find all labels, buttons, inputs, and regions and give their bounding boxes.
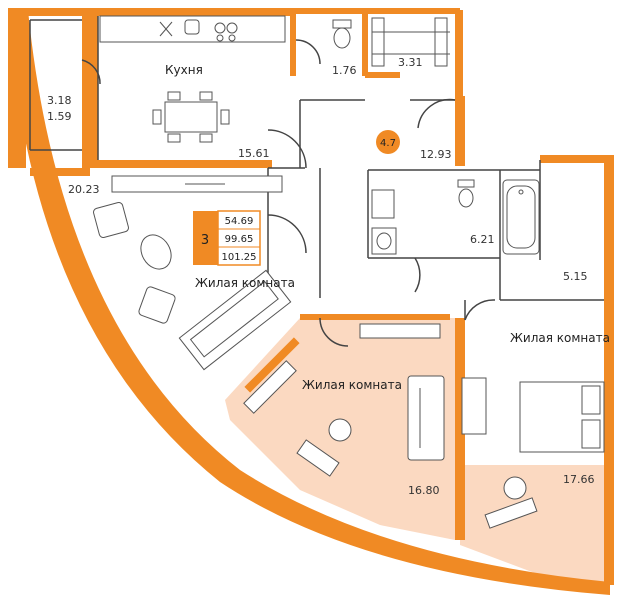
wall-balcony-right [82, 16, 98, 166]
sink-icon [184, 19, 200, 35]
summary-badge [193, 210, 261, 266]
toilet-area: 1.76 [332, 64, 357, 77]
living-room-3-name: Жилая комната [510, 331, 610, 345]
sofa-icon [178, 269, 292, 371]
chair-icon [328, 418, 527, 500]
desk-icon [243, 323, 445, 477]
wall-bath-top [455, 96, 465, 166]
living-room-1-name: Жилая комната [195, 276, 295, 290]
tv-stand [111, 175, 283, 193]
wall-top [8, 8, 293, 16]
total-area-with-balcony: 101.25 [222, 252, 257, 263]
wall-balcony-left [8, 8, 26, 168]
living-room-2-name: Жилая комната [302, 378, 402, 392]
balcony-area-reduced: 1.59 [47, 110, 72, 123]
wardrobe-icon [371, 17, 450, 67]
hall-area: 12.93 [420, 148, 452, 161]
wall-toilet-left [290, 14, 296, 76]
kitchen-name: Кухня [165, 63, 203, 77]
wall-right-upper [455, 10, 463, 100]
bed-icon [461, 377, 605, 529]
wall-living1-left [30, 168, 90, 176]
bathroom-area: 6.21 [470, 233, 495, 246]
corridor-badge [376, 130, 400, 154]
armchair-icon [93, 202, 176, 324]
corridor-area: 4.7 [380, 138, 396, 149]
rooms-count: 3 [201, 233, 209, 248]
stove-icon [214, 22, 226, 34]
dining-table-icon [152, 91, 230, 143]
total-area: 99.65 [225, 234, 254, 245]
wall-room1-diag [244, 337, 300, 393]
kitchen-area: 15.61 [238, 147, 270, 160]
sink-icon [371, 189, 397, 255]
balcony-area-full: 3.18 [47, 94, 72, 107]
wall-top-right [290, 8, 460, 14]
living-area: 54.69 [225, 216, 254, 227]
wall-toilet-right [362, 14, 368, 76]
living-room-3-fill [460, 465, 607, 588]
bathtub-icon [502, 179, 540, 255]
wall-right-outer [604, 155, 614, 585]
wall-right-top [540, 155, 614, 163]
wall-kitchen-bottom [82, 160, 272, 168]
wall-room2-top [300, 314, 450, 320]
kitchen-counter [99, 15, 286, 43]
interior-lines [29, 16, 604, 347]
wall-closet-bottom [365, 72, 400, 78]
toilet-icon [332, 19, 475, 208]
living-room-3-area: 17.66 [563, 473, 595, 486]
wall-room2-right [455, 318, 465, 540]
living-room-2-area: 16.80 [408, 484, 440, 497]
storage-area: 5.15 [563, 270, 588, 283]
living-room-1-area: 20.23 [68, 183, 100, 196]
closet-area: 3.31 [398, 56, 423, 69]
